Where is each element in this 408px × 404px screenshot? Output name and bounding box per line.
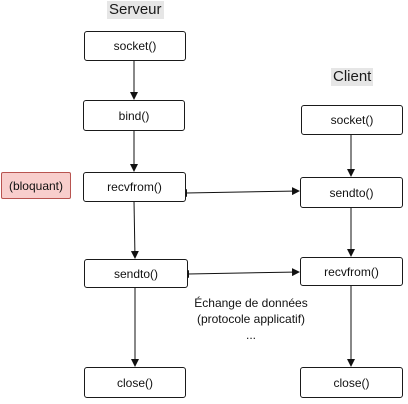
client-recvfrom-box: recvfrom() xyxy=(300,257,403,286)
client-title: Client xyxy=(331,68,374,86)
server-arrow-recvfrom-sendto xyxy=(130,200,139,259)
exchange-caption-line-3: ... xyxy=(245,328,256,342)
server-recvfrom-box: recvfrom() xyxy=(83,172,186,202)
exchange-caption-line-1: Échange de données xyxy=(194,296,308,310)
exchange-arrow-1 xyxy=(179,187,300,197)
client-recvfrom-label: recvfrom() xyxy=(324,264,379,279)
blocking-note: (bloquant) xyxy=(1,172,71,199)
server-socket-box: socket() xyxy=(84,31,186,61)
client-socket-box: socket() xyxy=(301,105,403,135)
client-sendto-box: sendto() xyxy=(300,177,403,208)
blocking-note-label: (bloquant) xyxy=(8,178,64,193)
server-recvfrom-label: recvfrom() xyxy=(107,180,162,194)
server-close-box: close() xyxy=(84,367,186,398)
server-bind-label: bind() xyxy=(118,108,150,123)
server-title: Serveur xyxy=(107,1,164,19)
server-close-label: close() xyxy=(116,375,153,390)
server-bind-box: bind() xyxy=(83,100,185,131)
client-sendto-label: sendto() xyxy=(329,185,374,200)
exchange-arrow-2 xyxy=(181,268,300,278)
server-socket-label: socket() xyxy=(113,39,157,53)
exchange-caption-line-2: (protocole applicatif) xyxy=(196,312,306,326)
client-close-label: close() xyxy=(333,375,370,390)
client-close-box: close() xyxy=(300,367,403,398)
exchange-caption: Échange de données (protocole applicatif… xyxy=(176,295,326,343)
server-sendto-box: sendto() xyxy=(84,259,188,288)
client-socket-label: socket() xyxy=(330,113,374,127)
server-sendto-label: sendto() xyxy=(113,266,159,281)
